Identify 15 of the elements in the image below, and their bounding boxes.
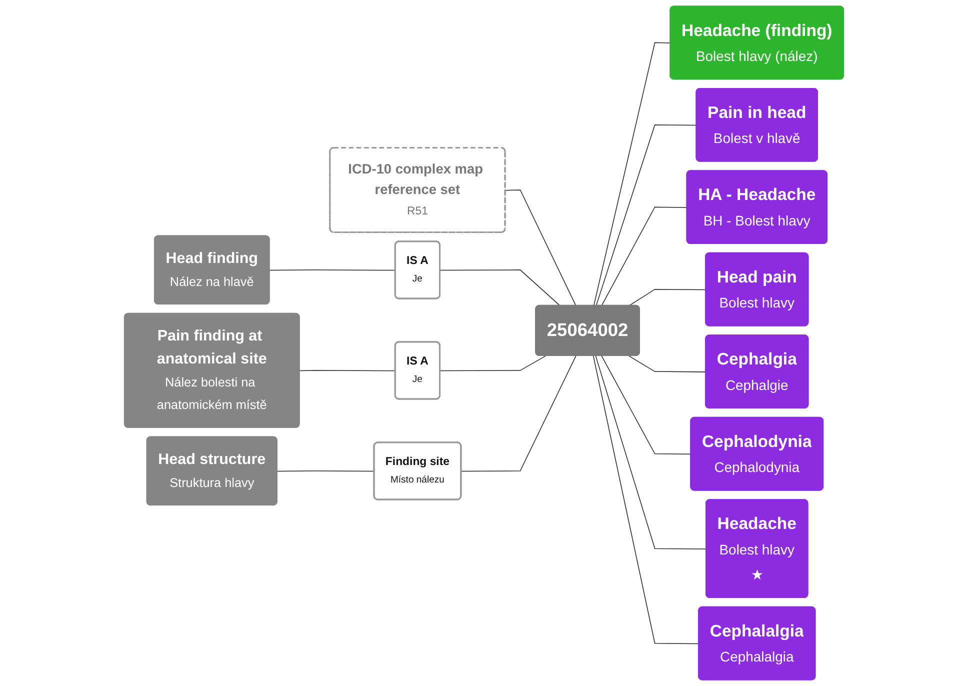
connector xyxy=(601,206,688,306)
connector xyxy=(269,270,396,271)
connector xyxy=(460,356,576,472)
connector xyxy=(440,356,546,372)
connector xyxy=(595,356,707,550)
connector xyxy=(593,42,671,306)
connector xyxy=(628,356,706,372)
connector xyxy=(440,270,560,306)
connector xyxy=(601,356,692,455)
connector xyxy=(596,124,697,306)
connector xyxy=(592,356,700,644)
connector xyxy=(505,190,576,306)
connector xyxy=(299,370,396,372)
connector xyxy=(277,470,375,472)
connector xyxy=(628,288,706,306)
